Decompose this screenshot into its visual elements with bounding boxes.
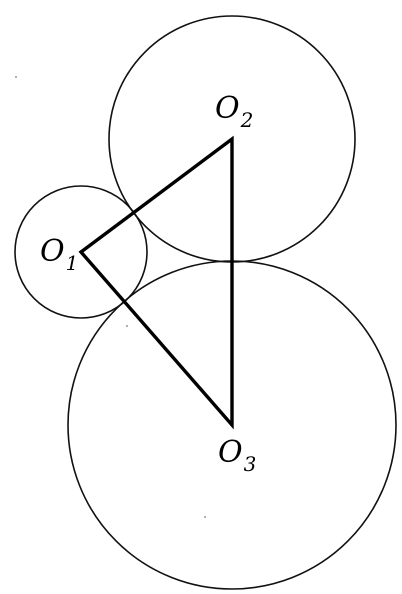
circle-o1 [14,185,148,319]
triangle-o1-o2-o3 [78,135,234,430]
speck [15,76,17,78]
label-o1: O1 [40,234,78,275]
label-o3: O3 [218,435,256,476]
label-o2: O2 [215,91,253,132]
speck [204,516,206,518]
speck [126,325,128,327]
